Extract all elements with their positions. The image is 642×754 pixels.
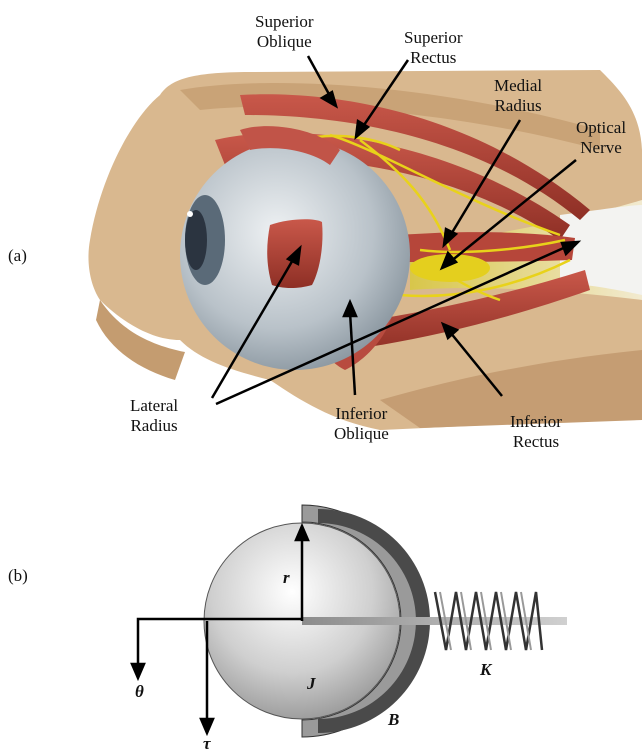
symbol-J: J <box>307 674 316 694</box>
symbol-r: r <box>283 568 290 588</box>
symbol-B: B <box>388 710 399 730</box>
symbol-K: K <box>480 660 491 680</box>
symbol-tau: τ <box>203 734 211 754</box>
symbol-theta: θ <box>135 682 144 702</box>
